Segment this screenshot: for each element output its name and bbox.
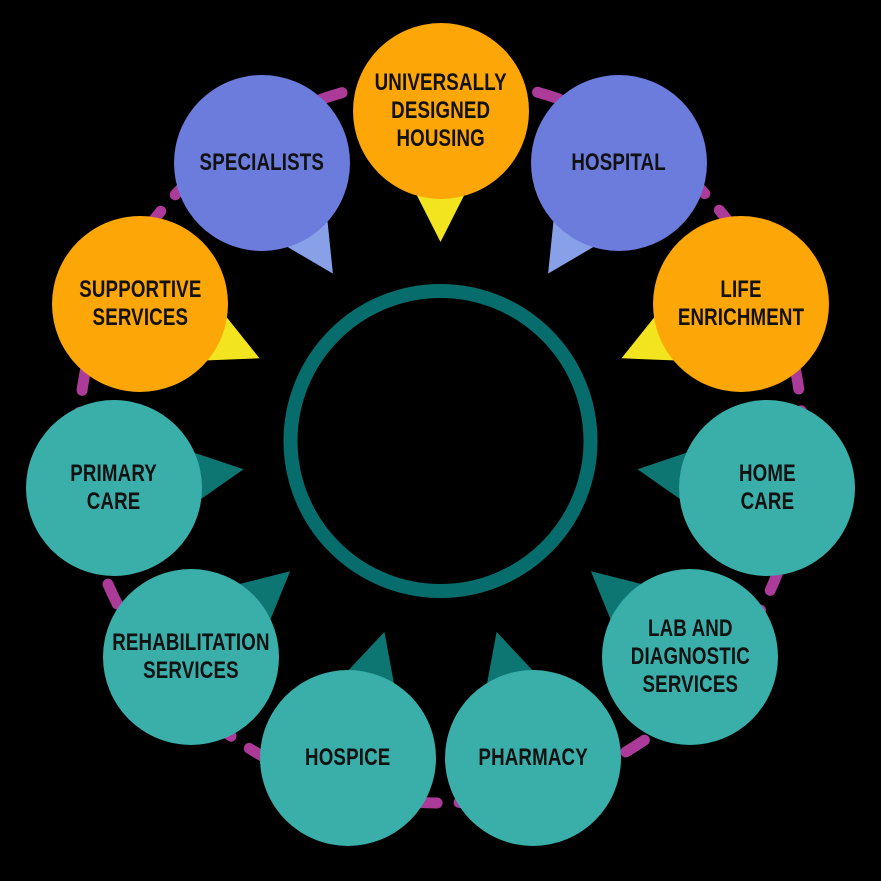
bubble-specialists: SPECIALISTS	[174, 75, 351, 252]
bubble-label: SPECIALISTS	[200, 149, 324, 177]
bubble-label: HOSPITAL	[572, 149, 667, 177]
bubble-label-line: PHARMACY	[478, 743, 589, 771]
bubble-pharmacy: PHARMACY	[445, 669, 622, 846]
bubble-label-line: SUPPORTIVE	[79, 275, 202, 303]
bubble-label-line: PRIMARY	[70, 459, 158, 487]
bubble-label: HOSPICE	[305, 744, 390, 772]
bubble-label-line: SPECIALISTS	[199, 149, 325, 177]
bubble-label-line: REHABILITATION	[112, 629, 270, 657]
bubble-label-line: SERVICES	[143, 657, 239, 685]
center-ring	[283, 284, 598, 598]
bubble-label-line: UNIVERSALLY	[374, 69, 507, 96]
bubble-label-line: DIAGNOSTIC	[630, 643, 750, 671]
bubble-label: PHARMACY	[479, 744, 588, 772]
bubble-label-line: HOSPITAL	[571, 149, 667, 177]
bubble-label-line: HOUSING	[396, 125, 485, 152]
bubble-label-line: SERVICES	[92, 303, 189, 331]
bubble-label-line: CARE	[740, 487, 794, 515]
bubble-label-line: CARE	[87, 487, 141, 515]
bubble-label-line: SERVICES	[642, 671, 738, 699]
bubble-label-line: LAB AND	[647, 615, 733, 643]
bubble-hospice: HOSPICE	[259, 669, 436, 846]
bubble-label-line: HOSPICE	[304, 743, 391, 771]
bubble-label-line: LIFE	[720, 275, 762, 303]
bubble-label-line: HOME	[738, 459, 796, 487]
bubble-label-line: DESIGNED	[390, 97, 491, 124]
bubble-hospital: HOSPITAL	[530, 75, 707, 252]
bubble-label-line: ENRICHMENT	[677, 303, 804, 331]
